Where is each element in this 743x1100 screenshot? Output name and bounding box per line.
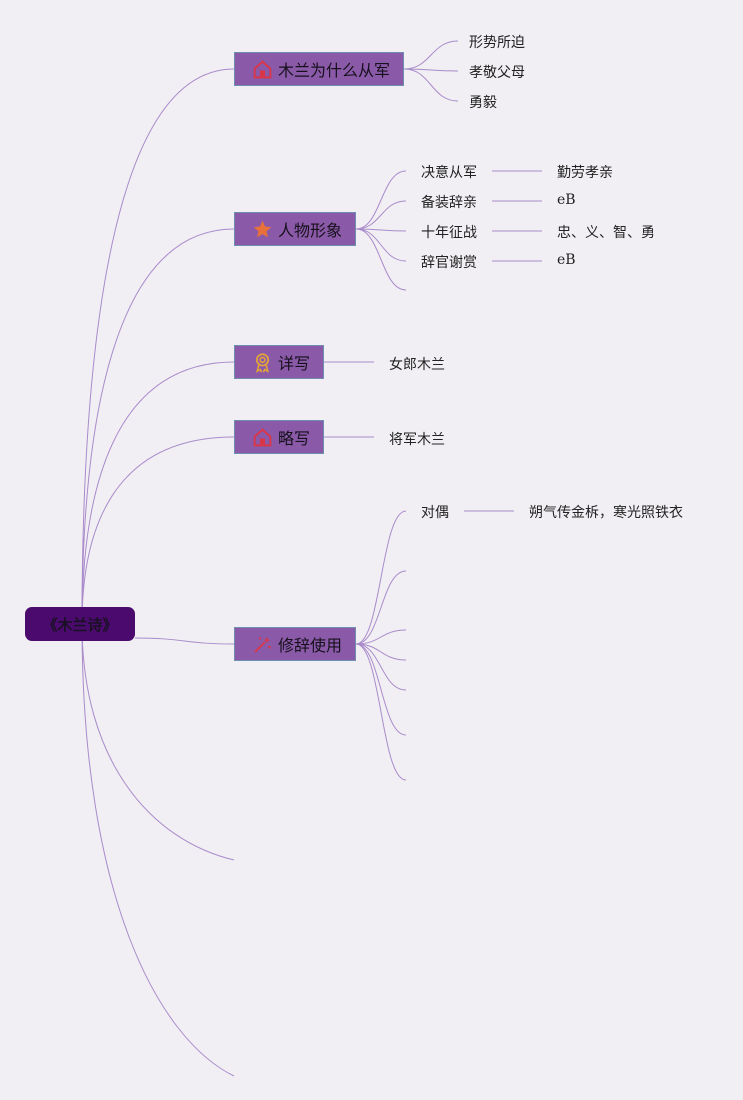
link-root-why (81, 68, 235, 625)
root-label: 《木兰诗》 (42, 615, 118, 634)
leaf-why-2[interactable]: 孝敬父母 (469, 65, 525, 81)
topic-label: 略写 (278, 429, 311, 448)
link-rhetoric-5 (355, 643, 407, 691)
topic-character-image[interactable]: 人物形象 (234, 212, 356, 246)
house-icon (252, 427, 273, 448)
link-character-1 (355, 170, 407, 230)
link-root-empty-2 (81, 623, 235, 1077)
leaf-why-3[interactable]: 勇毅 (469, 95, 497, 111)
topic-rhetoric[interactable]: 修辞使用 (234, 627, 356, 661)
leaf-character-1-value[interactable]: 勤劳孝亲 (557, 165, 613, 181)
leaf-brief[interactable]: 将军木兰 (389, 432, 445, 448)
link-rhetoric-4 (355, 643, 407, 661)
root-node[interactable]: 《木兰诗》 (25, 607, 135, 641)
sparkle-icon (252, 634, 273, 655)
leaf-why-1[interactable]: 形势所迫 (469, 35, 525, 51)
topic-label: 详写 (278, 354, 311, 373)
link-character-3 (355, 228, 407, 232)
link-character-5 (355, 228, 407, 291)
topic-label: 修辞使用 (278, 636, 343, 655)
topic-brief[interactable]: 略写 (234, 420, 324, 454)
leaf-character-4-value[interactable]: eB (557, 252, 576, 268)
link-why-1 (403, 40, 459, 70)
link-character-4 (355, 228, 407, 262)
leaf-character-3[interactable]: 十年征战 (421, 225, 477, 241)
topic-label: 人物形象 (278, 221, 343, 240)
link-root-character (81, 228, 235, 625)
link-root-brief (81, 436, 235, 625)
medal-icon (252, 352, 273, 373)
link-rhetoric-2 (355, 570, 407, 645)
leaf-character-2[interactable]: 备装辞亲 (421, 195, 477, 211)
link-rhetoric-1 (355, 510, 407, 645)
link-rhetoric-6 (355, 643, 407, 736)
link-root-detailed (81, 361, 235, 625)
link-character-2 (355, 200, 407, 230)
house-icon (252, 59, 273, 80)
link-rhetoric-7 (355, 643, 407, 781)
link-rhetoric-3 (355, 629, 407, 645)
leaf-detailed[interactable]: 女郎木兰 (389, 357, 445, 373)
link-root-empty-1 (81, 623, 235, 861)
topic-detailed[interactable]: 详写 (234, 345, 324, 379)
leaf-rhetoric-1-value[interactable]: 朔气传金柝，寒光照铁衣 (529, 505, 683, 521)
topic-why-joined-army[interactable]: 木兰为什么从军 (234, 52, 404, 86)
link-why-3 (403, 68, 459, 102)
leaf-character-2-value[interactable]: eB (557, 192, 576, 208)
leaf-character-4[interactable]: 辞官谢赏 (421, 255, 477, 271)
link-why-2 (403, 68, 459, 72)
leaf-character-3-value[interactable]: 忠、义、智、勇 (557, 225, 655, 241)
topic-label: 木兰为什么从军 (278, 61, 391, 80)
leaf-rhetoric-1[interactable]: 对偶 (421, 505, 449, 521)
leaf-character-1[interactable]: 决意从军 (421, 165, 477, 181)
link-root-rhetoric (134, 637, 235, 645)
star-icon (252, 219, 273, 240)
